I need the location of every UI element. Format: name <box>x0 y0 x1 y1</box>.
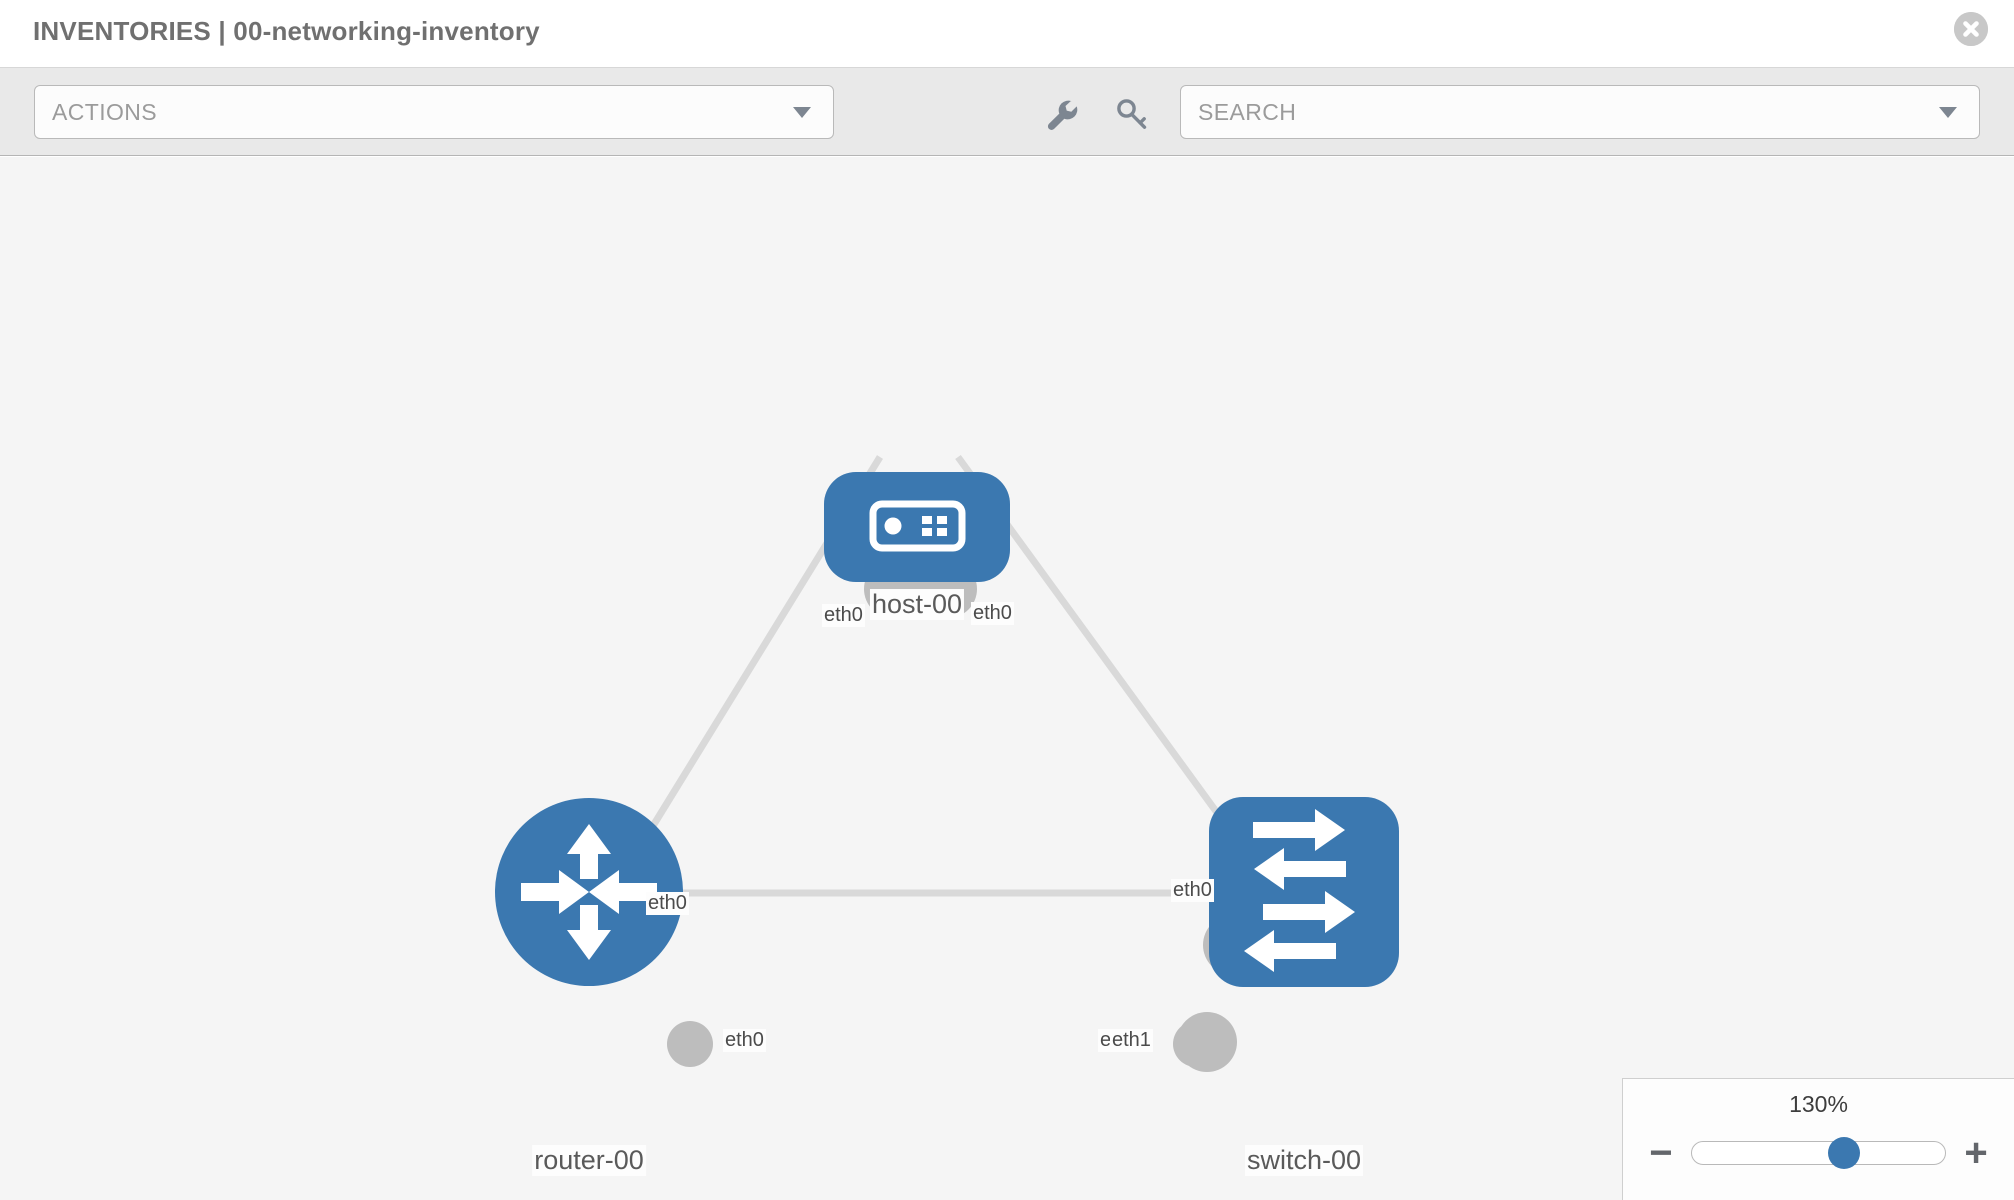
connector-router-eth0 <box>667 1021 713 1067</box>
page-header: INVENTORIES | 00-networking-inventory <box>0 0 2014 68</box>
iface-label-router-eth0-up: eth0 <box>646 892 689 915</box>
node-label-host-00: host-00 <box>869 589 965 620</box>
actions-dropdown[interactable]: ACTIONS <box>34 85 834 139</box>
chevron-down-icon <box>793 106 811 118</box>
topology-connectors <box>667 560 1263 1072</box>
iface-label-switch-eth1: eth1 <box>1110 1029 1153 1052</box>
zoom-slider-thumb[interactable] <box>1827 1137 1860 1169</box>
iface-label-router-eth0: eth0 <box>723 1029 766 1052</box>
zoom-out-button[interactable]: − <box>1649 1131 1673 1175</box>
server-icon <box>869 500 966 552</box>
switch-arrows-icon <box>1244 809 1355 972</box>
node-label-switch-00: switch-00 <box>1244 1145 1364 1176</box>
topology-canvas[interactable]: host-00 router-00 switch-00 eth0 eth0 et… <box>0 157 2014 1200</box>
node-host-00 <box>824 472 1010 582</box>
node-label-router-00: router-00 <box>532 1145 646 1176</box>
page-title: INVENTORIES | 00-networking-inventory <box>33 16 540 46</box>
iface-label-host-eth0-left: eth0 <box>822 604 865 627</box>
search-placeholder: SEARCH <box>1198 98 1297 125</box>
topology-graph <box>495 454 1399 1072</box>
router-arrows-icon <box>521 824 657 960</box>
actions-dropdown-label: ACTIONS <box>52 98 158 125</box>
zoom-in-button[interactable]: + <box>1964 1131 1988 1175</box>
close-icon[interactable] <box>1954 12 1988 46</box>
zoom-control: 130% − + <box>1622 1078 2014 1200</box>
toolbar: ACTIONS SEARCH <box>0 68 2014 156</box>
connector-switch-side <box>1177 1012 1237 1072</box>
node-router-00 <box>495 798 683 986</box>
zoom-percent-label: 130% <box>1789 1091 1848 1117</box>
search-input[interactable]: SEARCH <box>1180 85 1980 139</box>
iface-label-host-eth0-right: eth0 <box>971 602 1014 625</box>
chevron-down-icon <box>1939 106 1957 118</box>
node-switch-00 <box>1209 797 1399 987</box>
zoom-slider[interactable] <box>1691 1137 1946 1169</box>
key-icon[interactable] <box>1113 96 1151 134</box>
wrench-icon[interactable] <box>1043 96 1081 134</box>
iface-label-switch-eth0-up: eth0 <box>1171 879 1214 902</box>
